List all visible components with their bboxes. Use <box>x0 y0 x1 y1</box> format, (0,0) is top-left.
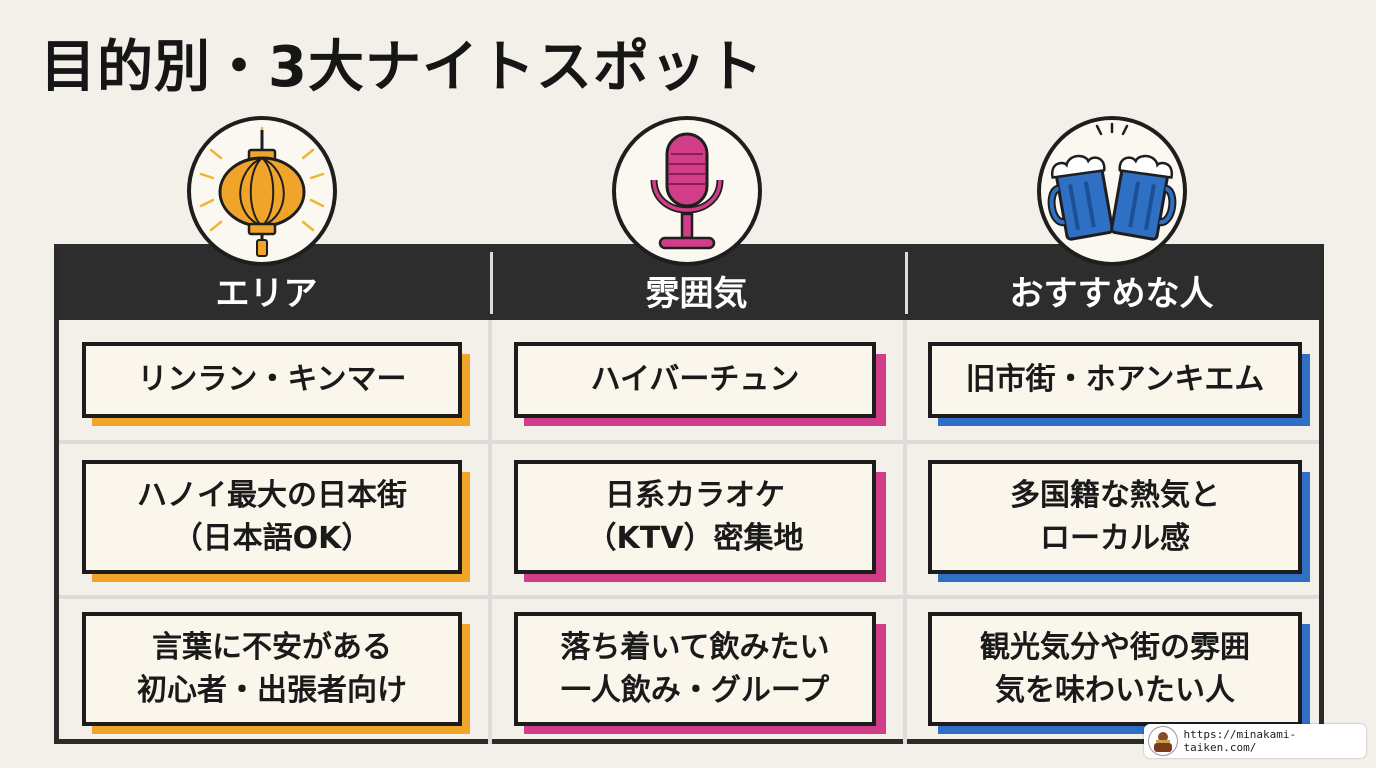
column-divider <box>488 320 492 744</box>
cell-atmosphere-2: 日系カラオケ （KTV）密集地 <box>514 460 876 574</box>
cell-atmosphere-3: 落ち着いて飲みたい 一人飲み・グループ <box>514 612 876 726</box>
column-header-recommended: おすすめな人 <box>1009 274 1214 314</box>
cell-area-1: リンラン・キンマー <box>82 342 462 418</box>
column-header-atmosphere: 雰囲気 <box>645 274 748 314</box>
cell-recommended-3: 観光気分や街の雰囲 気を味わいたい人 <box>928 612 1302 726</box>
cell-area-2: ハノイ最大の日本街 （日本語OK） <box>82 460 462 574</box>
row-divider <box>59 440 1319 444</box>
avatar <box>1148 726 1178 756</box>
header-divider <box>905 252 908 314</box>
cell-recommended-1: 旧市街・ホアンキエム <box>928 342 1302 418</box>
site-url[interactable]: https://minakami-taiken.com/ <box>1183 728 1297 754</box>
page-title: 目的別・3大ナイトスポット <box>40 35 764 100</box>
cell-area-3: 言葉に不安がある 初心者・出張者向け <box>82 612 462 726</box>
column-divider <box>903 320 907 744</box>
lantern-icon <box>187 116 337 266</box>
site-badge[interactable]: https://minakami-taiken.com/ <box>1144 724 1366 758</box>
cell-recommended-2: 多国籍な熱気と ローカル感 <box>928 460 1302 574</box>
row-divider <box>59 595 1319 599</box>
header-divider <box>490 252 493 314</box>
beer-mugs-icon <box>1037 116 1187 266</box>
microphone-icon <box>612 116 762 266</box>
cell-atmosphere-1: ハイバーチュン <box>514 342 876 418</box>
column-header-area: エリア <box>215 274 318 314</box>
